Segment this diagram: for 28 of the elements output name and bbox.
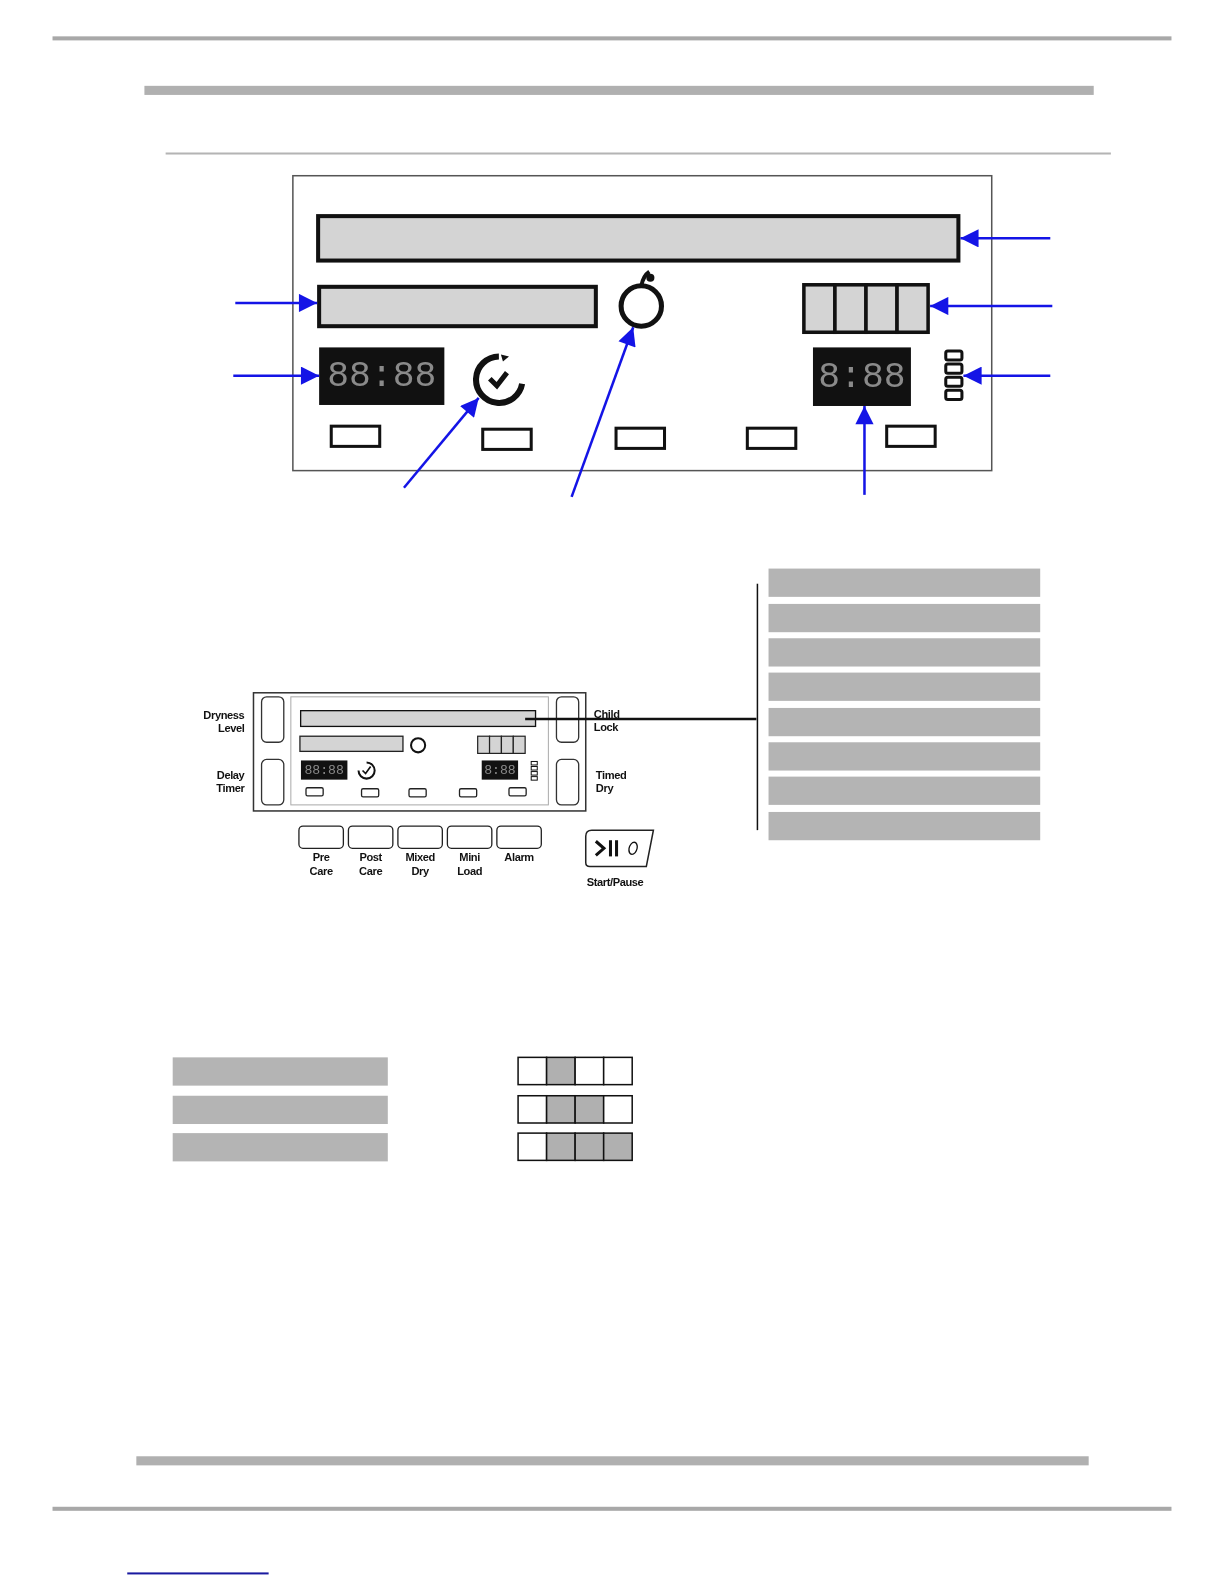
- display-bar: [316, 214, 961, 263]
- button-caption: Timed Dry: [595, 768, 627, 795]
- arrow: [930, 296, 1053, 316]
- arrow: [235, 293, 318, 313]
- button-caption: Mixed Dry: [404, 851, 436, 878]
- button-caption: Alarm: [503, 851, 535, 865]
- arrow: [960, 229, 1051, 248]
- segment-bar: [801, 282, 931, 335]
- bracket-line: [755, 583, 760, 831]
- button-caption: Mini Load: [456, 851, 484, 878]
- display-bar: [317, 284, 598, 329]
- button-caption: Pre Care: [308, 851, 334, 878]
- arrow: [570, 326, 636, 498]
- time-display: 88:88: [319, 347, 445, 405]
- arrow: [855, 406, 874, 495]
- indicator-lamps: [944, 349, 964, 403]
- arrow: [963, 366, 1051, 385]
- time-display: 8:88: [481, 760, 519, 780]
- arrow: [233, 366, 320, 385]
- time-display: 8:88: [812, 347, 911, 406]
- arrow: [403, 397, 480, 489]
- button-caption: Dryness Level: [202, 708, 245, 736]
- button-caption: Start/Pause: [585, 875, 645, 889]
- display-bar: [299, 709, 537, 728]
- button-caption: Post Care: [358, 851, 384, 878]
- button-caption: Child Lock: [593, 707, 621, 735]
- time-display: 88:88: [300, 760, 348, 780]
- button-caption: Delay Timer: [215, 768, 245, 795]
